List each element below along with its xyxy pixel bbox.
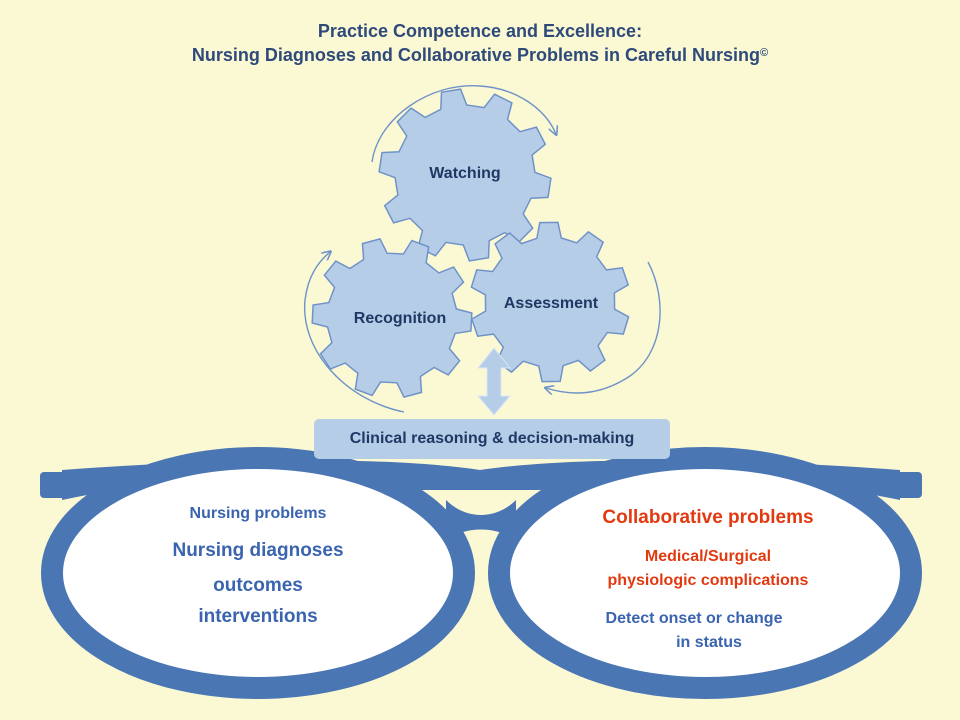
title-line-2: Nursing Diagnoses and Collaborative Prob… [0, 44, 960, 66]
copyright-symbol: © [760, 47, 769, 59]
interventions-text: interventions [198, 606, 318, 627]
clinical-reasoning-label: Clinical reasoning & decision-making [349, 430, 635, 447]
cycle-arrow-top [371, 85, 556, 163]
glasses-bridge [446, 500, 516, 540]
nursing-diagnoses-text: Nursing diagnoses [172, 540, 344, 561]
title-line-2-text: Nursing Diagnoses and Collaborative Prob… [191, 45, 760, 65]
outcomes-text: outcomes [213, 575, 303, 596]
glasses-hinge-left [40, 472, 70, 498]
clinical-reasoning-box: Clinical reasoning & decision-making [314, 419, 670, 459]
glasses-hinge-right [892, 472, 922, 498]
gear-recognition-icon [311, 238, 473, 398]
cycle-arrow-left [303, 252, 405, 413]
in-status-text: in status [676, 634, 742, 651]
physiologic-complications-text: physiologic complications [607, 572, 809, 589]
gear-label-recognition: Recognition [353, 310, 447, 327]
eyeglasses-frame [40, 447, 922, 699]
gear-label-assessment: Assessment [503, 295, 599, 312]
detect-onset-text: Detect onset or change [605, 610, 783, 627]
title-line-1: Practice Competence and Excellence: [317, 21, 643, 41]
collaborative-problems-text: Collaborative problems [602, 507, 814, 528]
right-lens-rim [488, 447, 922, 699]
left-lens-rim [41, 447, 475, 699]
gear-assessment-icon [470, 221, 630, 383]
gear-label-watching: Watching [429, 165, 501, 182]
cycle-arrow-right [546, 261, 661, 393]
double-arrow-icon [476, 347, 512, 416]
nursing-problems-text: Nursing problems [189, 505, 327, 522]
medical-surgical-text: Medical/Surgical [644, 548, 772, 565]
